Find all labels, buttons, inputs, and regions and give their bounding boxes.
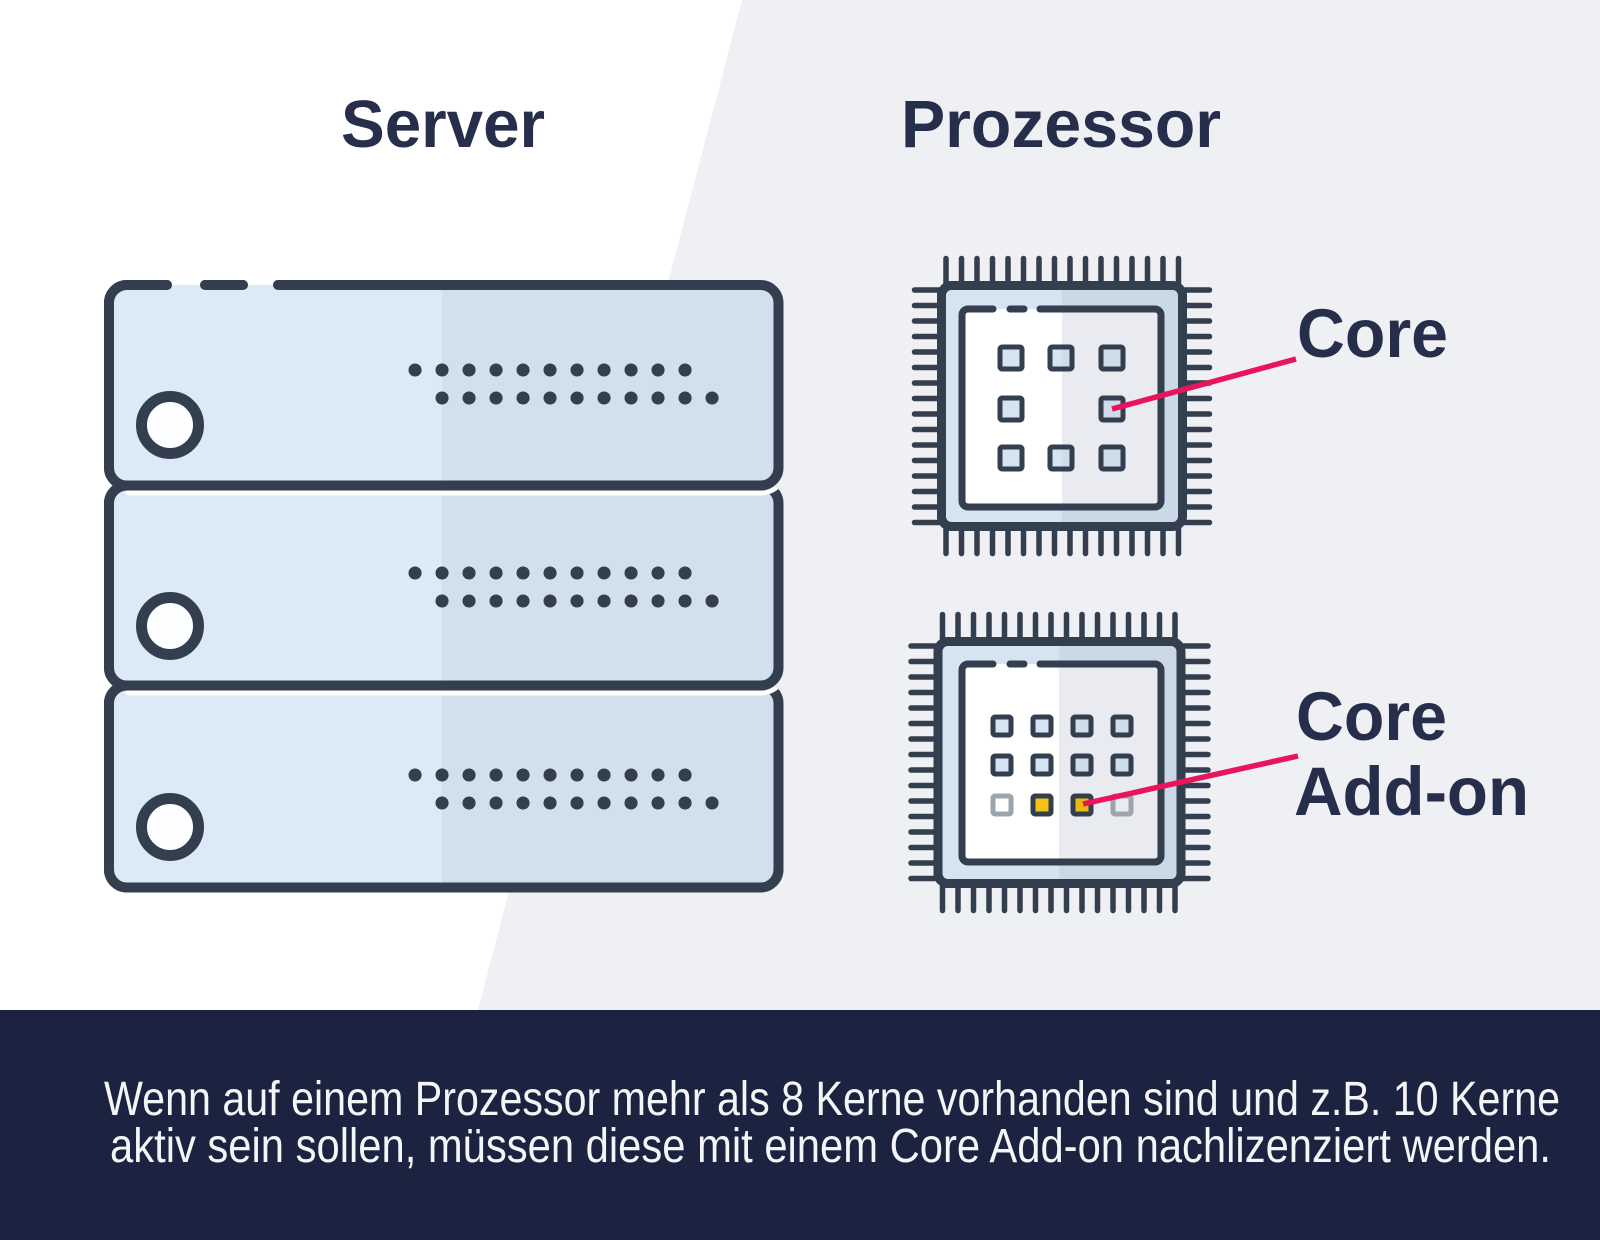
svg-text:Wenn auf einem Prozessor mehr: Wenn auf einem Prozessor mehr als 8 Kern…	[104, 1073, 1560, 1126]
svg-text:Core: Core	[1297, 295, 1448, 372]
svg-text:aktiv sein sollen, müssen dies: aktiv sein sollen, müssen diese mit eine…	[110, 1120, 1551, 1173]
svg-text:Server: Server	[341, 87, 545, 162]
svg-text:Core: Core	[1296, 678, 1447, 755]
svg-text:Prozessor: Prozessor	[901, 87, 1221, 162]
svg-text:Add-on: Add-on	[1294, 753, 1529, 830]
